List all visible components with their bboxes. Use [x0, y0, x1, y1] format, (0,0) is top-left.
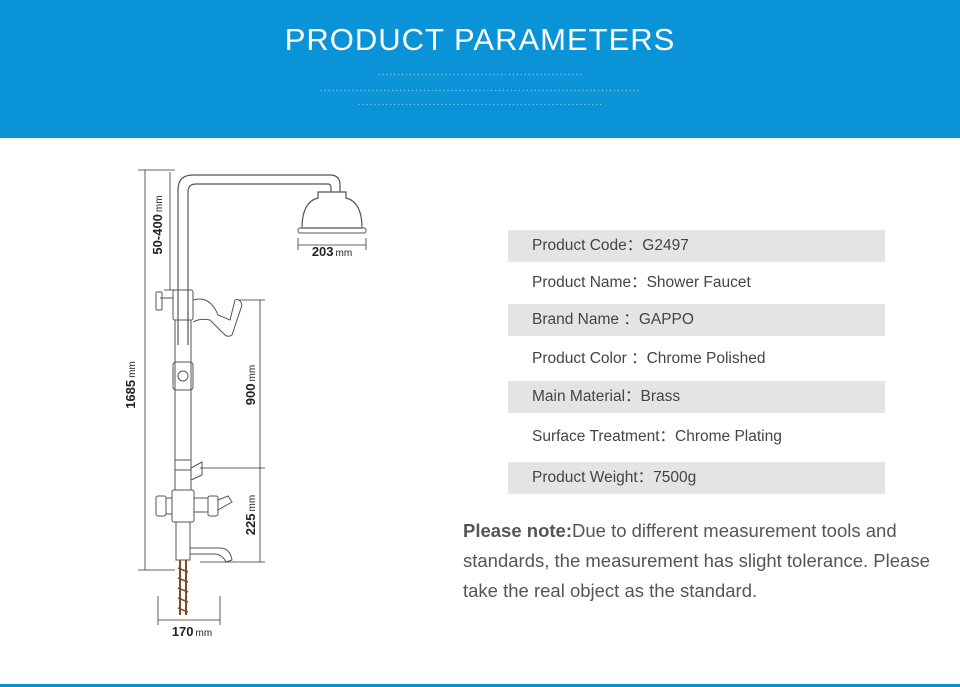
param-surface-treatment: Surface Treatment：Chrome Plating — [532, 428, 782, 445]
decorative-text-line: ▪ ▪ ▪ ▪ ▪ ▪ ▪ ▪ ▪ ▪ ▪ ▪ ▪ ▪ ▪ ▪ ▪ ▪ ▪ ▪ … — [358, 102, 602, 108]
dim-total-height: 1685mm — [123, 361, 138, 409]
param-product-weight: Product Weight：7500g — [508, 462, 885, 494]
dim-arm-length: 50-400mm — [150, 195, 165, 254]
decorative-text-line: ▪ ▪ ▪ ▪ ▪ ▪ ▪ ▪ ▪ ▪ ▪ ▪ ▪ ▪ ▪ ▪ ▪ ▪ ▪ ▪ … — [320, 88, 640, 94]
param-main-material: Main Material：Brass — [508, 381, 885, 413]
dim-mixer-height: 225mm — [243, 495, 258, 535]
header-banner: PRODUCT PARAMETERS ▪ ▪ ▪ ▪ ▪ ▪ ▪ ▪ ▪ ▪ ▪… — [0, 0, 960, 138]
dim-slide-height: 900mm — [243, 365, 258, 405]
param-brand-name: Brand Name ：GAPPO — [508, 304, 885, 336]
measurement-note: Please note:Due to different measurement… — [463, 516, 933, 606]
note-label: Please note: — [463, 520, 572, 541]
param-product-name: Product Name：Shower Faucet — [532, 274, 751, 291]
param-product-color: Product Color ：Chrome Polished — [532, 350, 766, 367]
decorative-text-line: ▪ ▪ ▪ ▪ ▪ ▪ ▪ ▪ ▪ ▪ ▪ ▪ ▪ ▪ ▪ ▪ ▪ ▪ ▪ ▪ … — [377, 72, 583, 78]
page-title: PRODUCT PARAMETERS — [284, 22, 676, 57]
param-product-code: Product Code：G2497 — [508, 230, 885, 262]
bottom-divider — [0, 684, 960, 687]
note-text: Due to different measurement tools and s… — [463, 520, 930, 601]
